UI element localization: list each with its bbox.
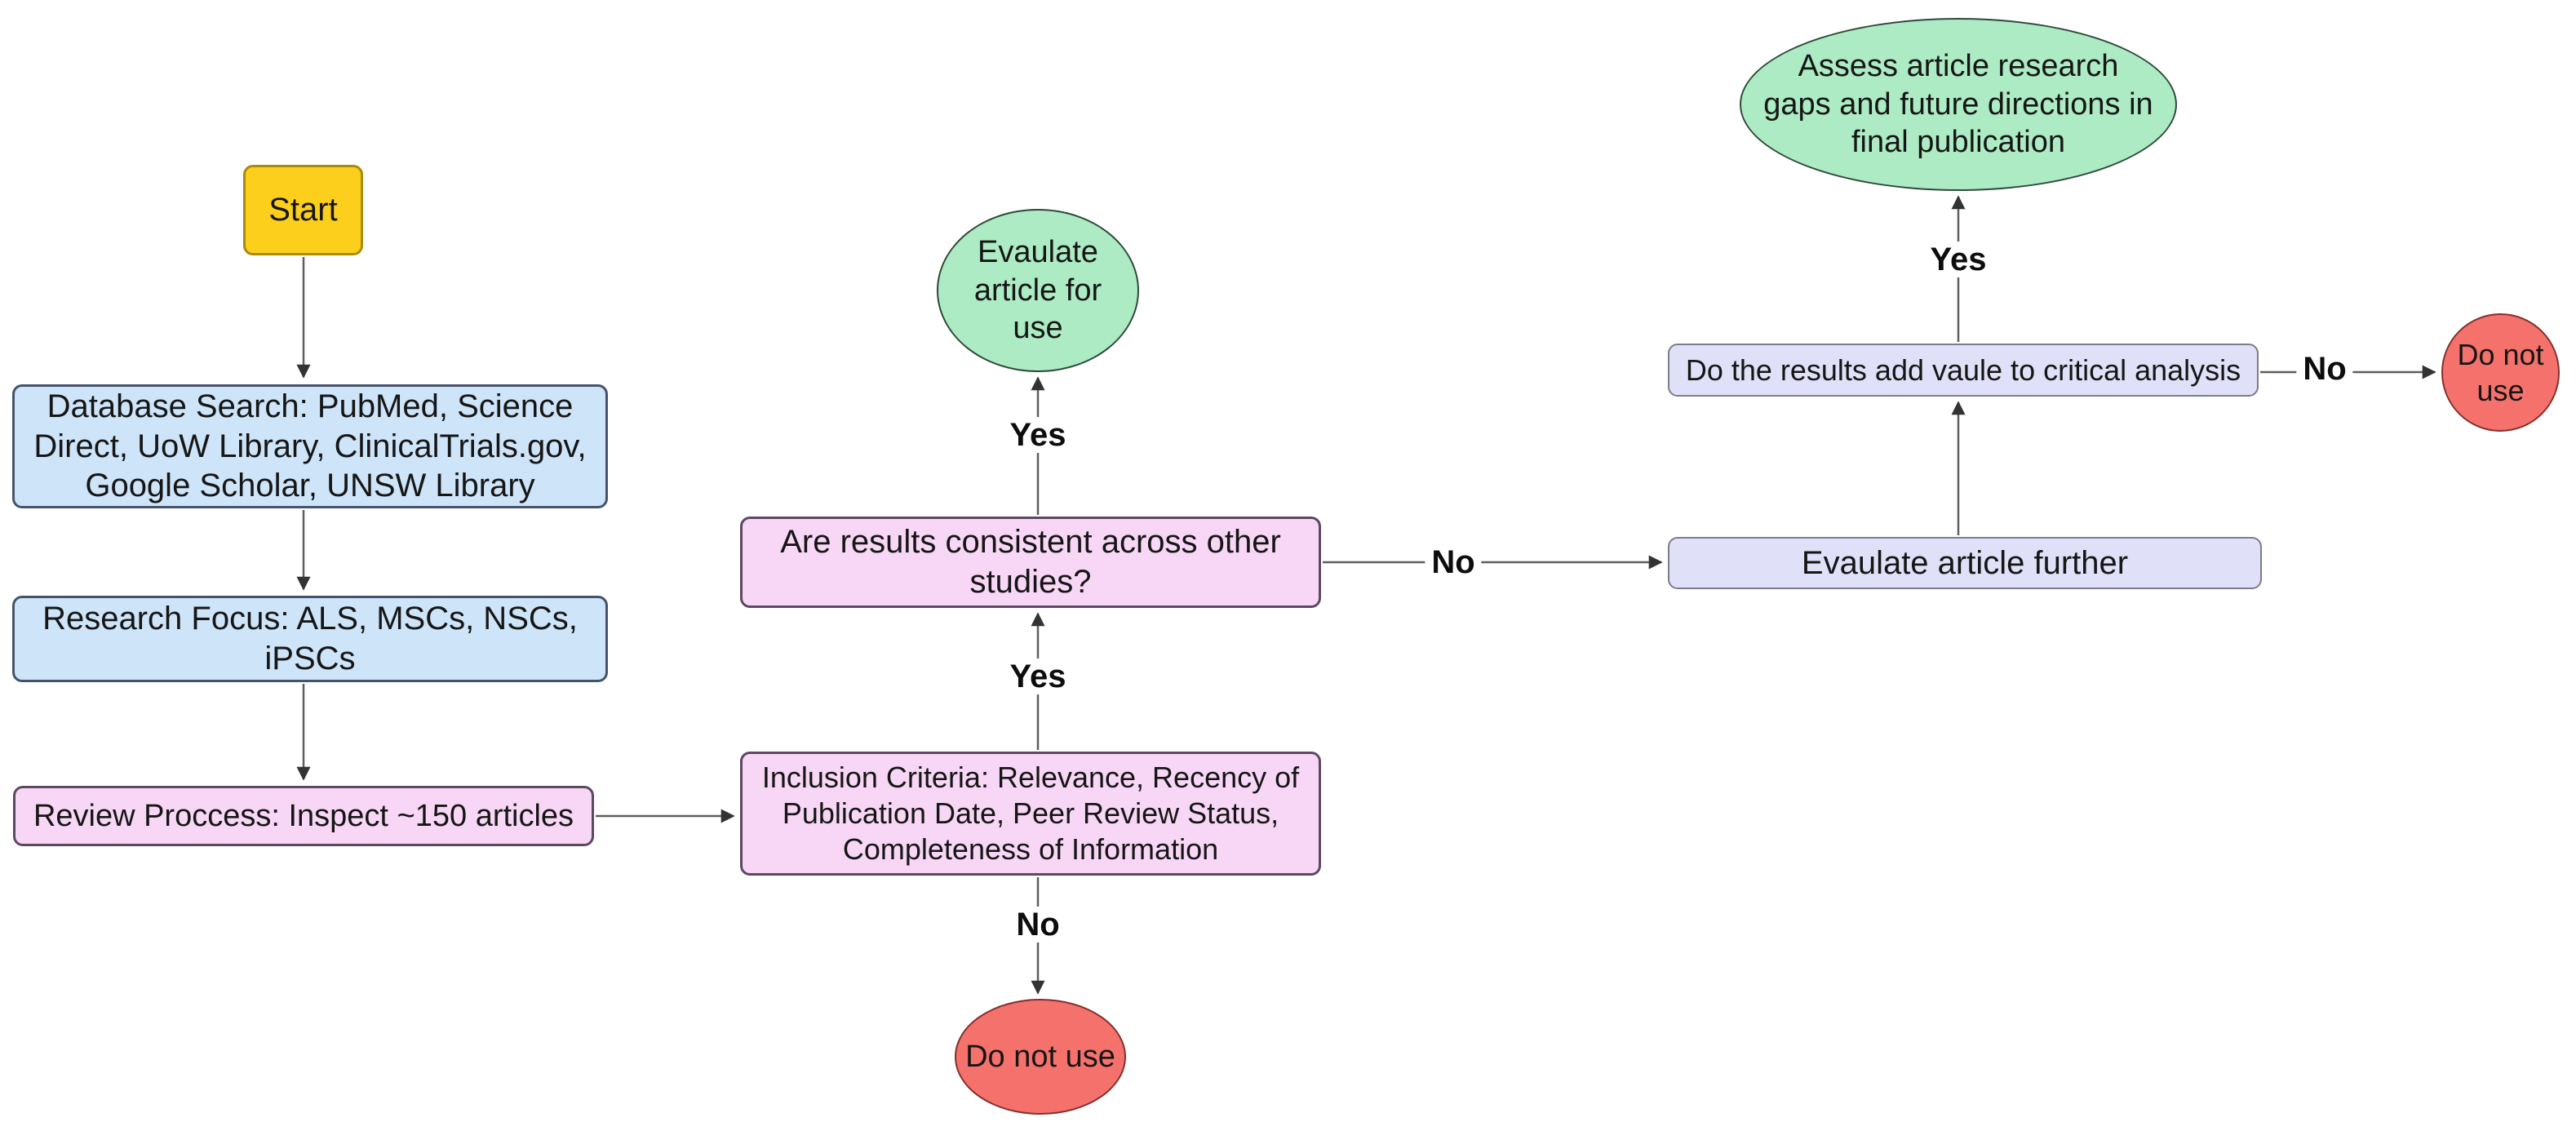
database-search-node: Database Search: PubMed, Science Direct,…	[12, 384, 608, 508]
research-focus-node: Research Focus: ALS, MSCs, NSCs, iPSCs	[12, 596, 608, 682]
edge-label-consistency-yes: Yes	[1003, 417, 1073, 453]
evaluate-further-node: Evaulate article further	[1668, 537, 2262, 589]
edge-label-add-value-yes: Yes	[1923, 242, 1993, 277]
assess-gaps-node: Assess article research gaps and future …	[1740, 18, 2177, 191]
add-value-question-node: Do the results add vaule to critical ana…	[1668, 344, 2259, 397]
edge-label-add-value-no: No	[2296, 351, 2353, 387]
edge-label-inclusion-yes: Yes	[1003, 659, 1073, 694]
review-process-node: Review Proccess: Inspect ~150 articles	[13, 786, 594, 846]
start-node: Start	[243, 165, 363, 255]
edge-label-consistency-no: No	[1425, 544, 1482, 580]
do-not-use-right-node: Do not use	[2441, 313, 2560, 432]
evaluate-for-use-node: Evaulate article for use	[937, 209, 1139, 372]
inclusion-criteria-node: Inclusion Criteria: Relevance, Recency o…	[740, 752, 1321, 876]
do-not-use-bottom-node: Do not use	[955, 999, 1126, 1115]
edge-label-inclusion-no: No	[1009, 907, 1066, 942]
consistency-question-node: Are results consistent across other stud…	[740, 517, 1321, 608]
